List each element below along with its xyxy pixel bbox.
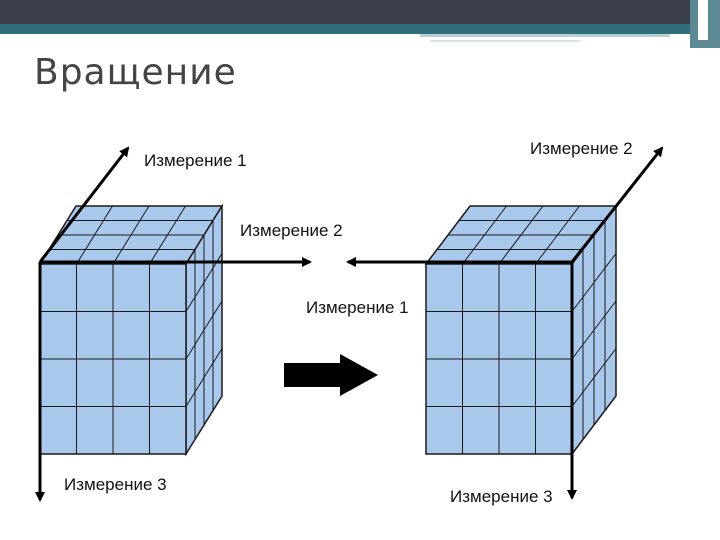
right-label-dim1: Измерение 1 — [306, 298, 409, 317]
rotation-arrow — [284, 354, 378, 396]
left-arrow-dim1 — [38, 146, 130, 263]
header-stripe-light — [420, 34, 670, 37]
right-cube — [424, 203, 618, 457]
right-label-dim3: Измерение 3 — [450, 487, 553, 506]
cube-grid-line — [571, 348, 617, 407]
right-label-dim2: Измерение 2 — [530, 139, 633, 158]
cube-grid-line — [535, 205, 580, 265]
header-stripe-light-2 — [430, 40, 580, 42]
right-arrow-dim2 — [570, 146, 664, 263]
left-cube — [38, 203, 224, 457]
cube-grid-line — [185, 348, 223, 407]
cube-grid-line — [149, 205, 186, 265]
left-label-dim1: Измерение 1 — [144, 151, 247, 170]
header-bar — [0, 0, 720, 24]
left-label-dim3: Измерение 3 — [64, 475, 167, 494]
corner-accent-inner — [698, 0, 708, 40]
header-stripe — [0, 24, 720, 34]
left-label-dim2: Измерение 2 — [240, 221, 343, 240]
slide-title: Вращение — [34, 52, 237, 93]
